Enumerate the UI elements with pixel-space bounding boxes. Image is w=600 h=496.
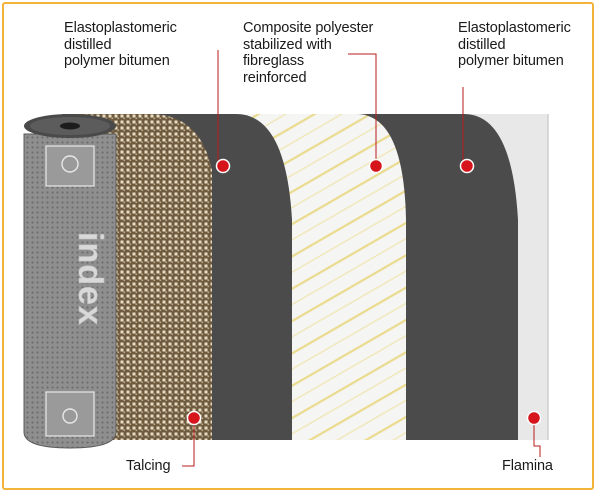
roll-brand-text: index xyxy=(71,232,109,326)
diagram-frame xyxy=(2,2,594,490)
marker-talcing xyxy=(186,410,202,426)
membrane-roll: index xyxy=(23,114,117,449)
label-talcing: Talcing xyxy=(126,458,171,474)
label-flamina: Flamina xyxy=(502,458,553,474)
label-top-center: Composite polyester stabilized with fibr… xyxy=(243,20,374,86)
leader-top-center xyxy=(348,53,377,166)
leader-talcing xyxy=(182,418,195,467)
label-top-right: Elastoplastomeric distilled polymer bitu… xyxy=(458,20,571,69)
marker-top-bitumen-right xyxy=(459,158,475,174)
marker-top-bitumen-left xyxy=(215,158,231,174)
marker-flamina xyxy=(526,410,542,426)
marker-polyester xyxy=(368,158,384,174)
leader-flamina xyxy=(533,418,541,457)
label-top-left: Elastoplastomeric distilled polymer bitu… xyxy=(64,20,177,69)
